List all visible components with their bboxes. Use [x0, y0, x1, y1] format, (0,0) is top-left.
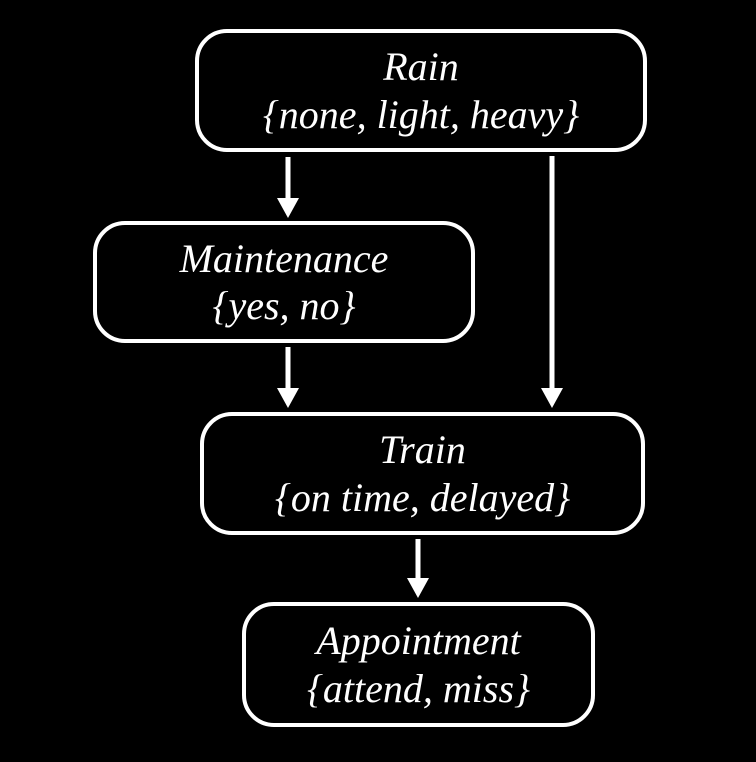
- arrowhead-icon: [541, 388, 563, 408]
- node-appointment-values: {attend, miss}: [306, 665, 531, 711]
- edge-rain-maintenance: [277, 157, 299, 218]
- edge-rain-train: [541, 156, 563, 408]
- node-rain-label: Rain: [383, 44, 459, 90]
- node-rain: Rain {none, light, heavy}: [195, 29, 647, 152]
- arrowhead-icon: [277, 388, 299, 408]
- node-train-values: {on time, delayed}: [274, 474, 571, 520]
- node-appointment-label: Appointment: [316, 618, 521, 664]
- node-train: Train {on time, delayed}: [200, 412, 645, 535]
- edge-train-appointment: [407, 539, 429, 598]
- node-maintenance-values: {yes, no}: [212, 283, 356, 328]
- node-appointment: Appointment {attend, miss}: [242, 602, 595, 727]
- edge-maintenance-train: [277, 347, 299, 408]
- node-train-label: Train: [379, 427, 466, 473]
- node-maintenance: Maintenance {yes, no}: [93, 221, 475, 343]
- node-maintenance-label: Maintenance: [179, 235, 389, 281]
- arrowhead-icon: [407, 578, 429, 598]
- arrowhead-icon: [277, 198, 299, 218]
- node-rain-values: {none, light, heavy}: [262, 91, 580, 137]
